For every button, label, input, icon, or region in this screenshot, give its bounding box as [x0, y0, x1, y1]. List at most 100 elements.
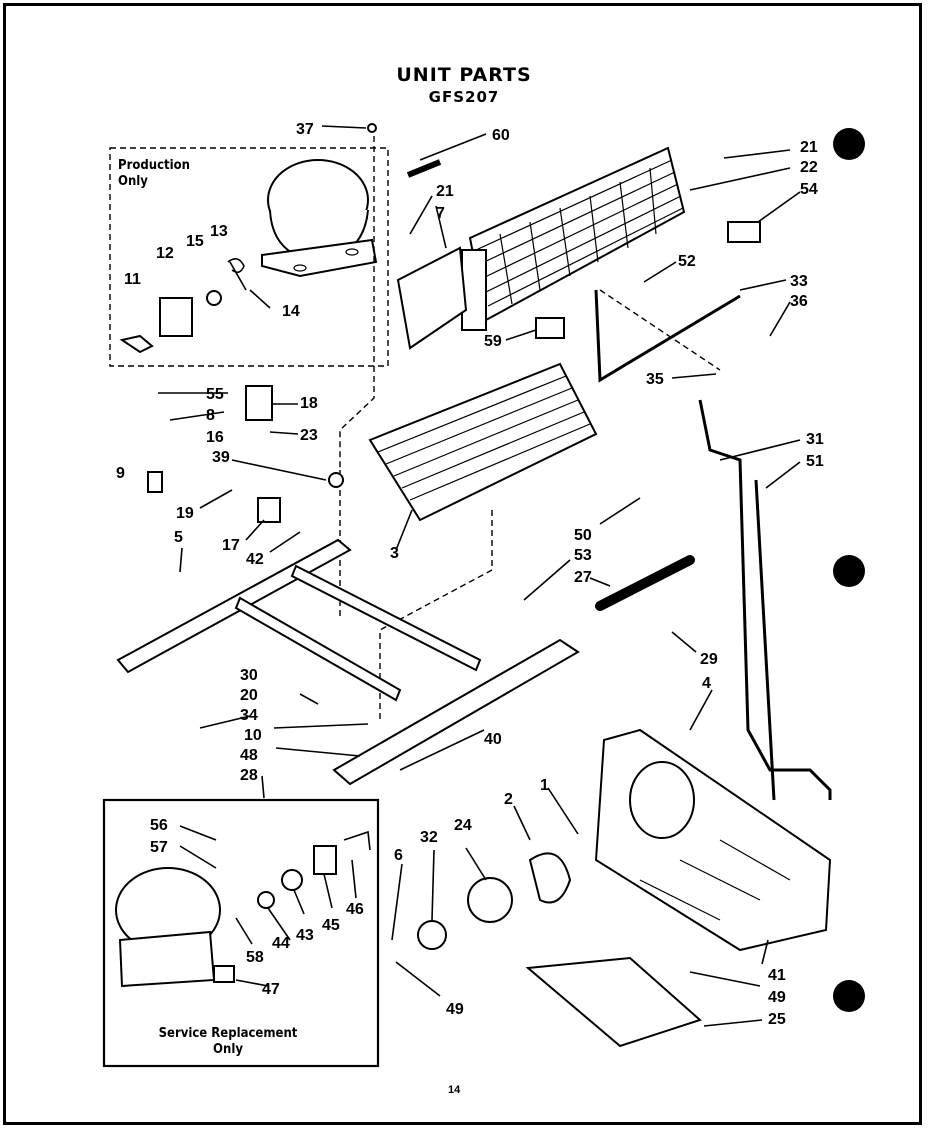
callout-47: 47 — [262, 981, 280, 998]
callout-49-right: 49 — [768, 989, 786, 1006]
punch-hole-middle — [833, 555, 865, 587]
punch-hole-bottom — [833, 980, 865, 1012]
callout-17: 17 — [222, 537, 240, 554]
callout-51: 51 — [806, 453, 824, 470]
bracket-18 — [245, 385, 273, 421]
callout-3: 3 — [390, 545, 399, 562]
callout-30: 30 — [240, 667, 258, 684]
callout-37: 37 — [296, 121, 314, 138]
compressor-production — [261, 159, 378, 278]
callout-54: 54 — [800, 181, 818, 198]
dash-connector-33 — [599, 289, 721, 371]
dash-connector-37 — [339, 136, 375, 470]
service-replacement-note: Service Replacement Only — [158, 1026, 298, 1058]
callout-16: 16 — [206, 429, 224, 446]
leader-lines — [158, 125, 801, 1027]
service-note-line-2: Only — [213, 1042, 243, 1057]
callout-49-left: 49 — [446, 1001, 464, 1018]
callout-34: 34 — [240, 707, 258, 724]
callout-35: 35 — [646, 371, 664, 388]
tube-31 — [698, 399, 832, 800]
callout-25: 25 — [768, 1011, 786, 1028]
part-11 — [119, 334, 154, 354]
part-54 — [727, 221, 761, 243]
callout-32: 32 — [420, 829, 438, 846]
part-16 — [147, 471, 163, 493]
evaporator-coil — [368, 362, 598, 522]
page-number: 14 — [448, 1084, 461, 1096]
production-only-note: Production Only — [118, 158, 190, 190]
part-12-relay — [159, 297, 193, 337]
callout-4: 4 — [702, 675, 711, 692]
production-note-line-2: Only — [118, 174, 148, 189]
drier-27 — [595, 555, 695, 611]
fan-shroud-base — [594, 728, 832, 952]
callout-44: 44 — [272, 935, 290, 952]
callout-31: 31 — [806, 431, 824, 448]
callout-29: 29 — [700, 651, 718, 668]
callout-28: 28 — [240, 767, 258, 784]
screw-37 — [367, 123, 377, 133]
callout-43: 43 — [296, 927, 314, 944]
dash-connector-3 — [379, 510, 493, 720]
model-number: GFS207 — [428, 88, 500, 106]
callout-9: 9 — [116, 465, 125, 482]
callout-20: 20 — [240, 687, 258, 704]
part-13 — [227, 258, 245, 274]
fan-blade-2 — [528, 852, 572, 904]
part-43 — [281, 869, 303, 891]
callout-2: 2 — [504, 791, 513, 808]
service-note-line-1: Service Replacement — [158, 1026, 298, 1041]
callout-23: 23 — [300, 427, 318, 444]
callout-10: 10 — [244, 727, 262, 744]
compressor-service — [115, 867, 235, 988]
callout-56: 56 — [150, 817, 168, 834]
callout-6: 6 — [394, 847, 403, 864]
part-17 — [257, 497, 281, 523]
callout-22: 22 — [800, 159, 818, 176]
callout-13: 13 — [210, 223, 228, 240]
callout-36: 36 — [790, 293, 808, 310]
callout-5: 5 — [174, 529, 183, 546]
callout-11: 11 — [124, 271, 141, 288]
callout-41: 41 — [768, 967, 786, 984]
condenser-coil — [461, 146, 686, 331]
callout-39: 39 — [212, 449, 230, 466]
part-46 — [343, 830, 371, 851]
callout-42: 42 — [246, 551, 264, 568]
diagram-title: UNIT PARTS — [396, 64, 532, 86]
callout-21-top: 21 — [800, 139, 818, 156]
callout-50: 50 — [574, 527, 592, 544]
callout-1: 1 — [540, 777, 549, 794]
callout-18: 18 — [300, 395, 318, 412]
callout-14: 14 — [282, 303, 300, 320]
callout-48: 48 — [240, 747, 258, 764]
callout-46: 46 — [346, 901, 364, 918]
part-59 — [535, 317, 565, 339]
callout-40: 40 — [484, 731, 502, 748]
production-only-box — [109, 147, 389, 367]
fan-motor-24 — [467, 877, 513, 923]
callout-53: 53 — [574, 547, 592, 564]
callout-7: 7 — [436, 205, 445, 222]
part-44 — [257, 891, 275, 909]
frame-rails — [116, 538, 580, 786]
callout-labels: 37 60 21 22 54 21 7 52 33 36 59 35 31 51… — [116, 121, 824, 1028]
callout-21: 21 — [436, 183, 454, 200]
drain-pan-25 — [525, 956, 702, 1048]
part-32-grommet — [417, 920, 447, 950]
callout-45: 45 — [322, 917, 340, 934]
callout-57: 57 — [150, 839, 168, 856]
punch-hole-top — [833, 128, 865, 160]
callout-24: 24 — [454, 817, 472, 834]
part-60 — [406, 159, 442, 178]
callout-12: 12 — [156, 245, 174, 262]
page-border — [3, 3, 922, 1125]
tube-51 — [754, 479, 776, 801]
bracket-7 — [396, 246, 468, 350]
part-45 — [313, 845, 337, 875]
callout-8: 8 — [206, 407, 215, 424]
callout-58: 58 — [246, 949, 264, 966]
